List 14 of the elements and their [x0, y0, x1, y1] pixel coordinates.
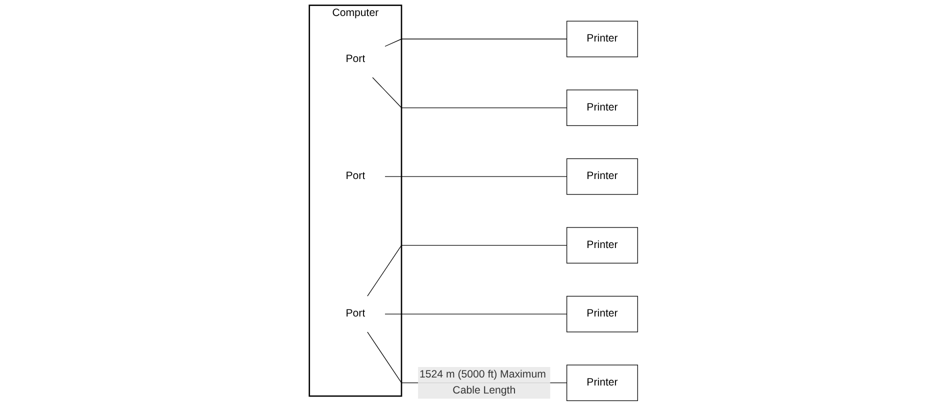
node-box: Printer	[566, 296, 638, 332]
node-box: Printer	[566, 364, 638, 402]
node-text: Port	[346, 170, 366, 182]
node-text: Port	[346, 54, 366, 65]
connector	[367, 244, 568, 297]
connector	[372, 77, 568, 108]
node-text: Port	[346, 308, 366, 320]
edge-label: 1524 m (5000 ft) Maximum Cable Length	[419, 368, 546, 396]
node-box: Printer	[566, 20, 638, 58]
node-box: Printer	[566, 227, 638, 264]
connector	[384, 176, 568, 177]
connector	[384, 38, 568, 47]
node-box: Printer	[566, 158, 638, 195]
node-box: Printer	[566, 90, 638, 126]
